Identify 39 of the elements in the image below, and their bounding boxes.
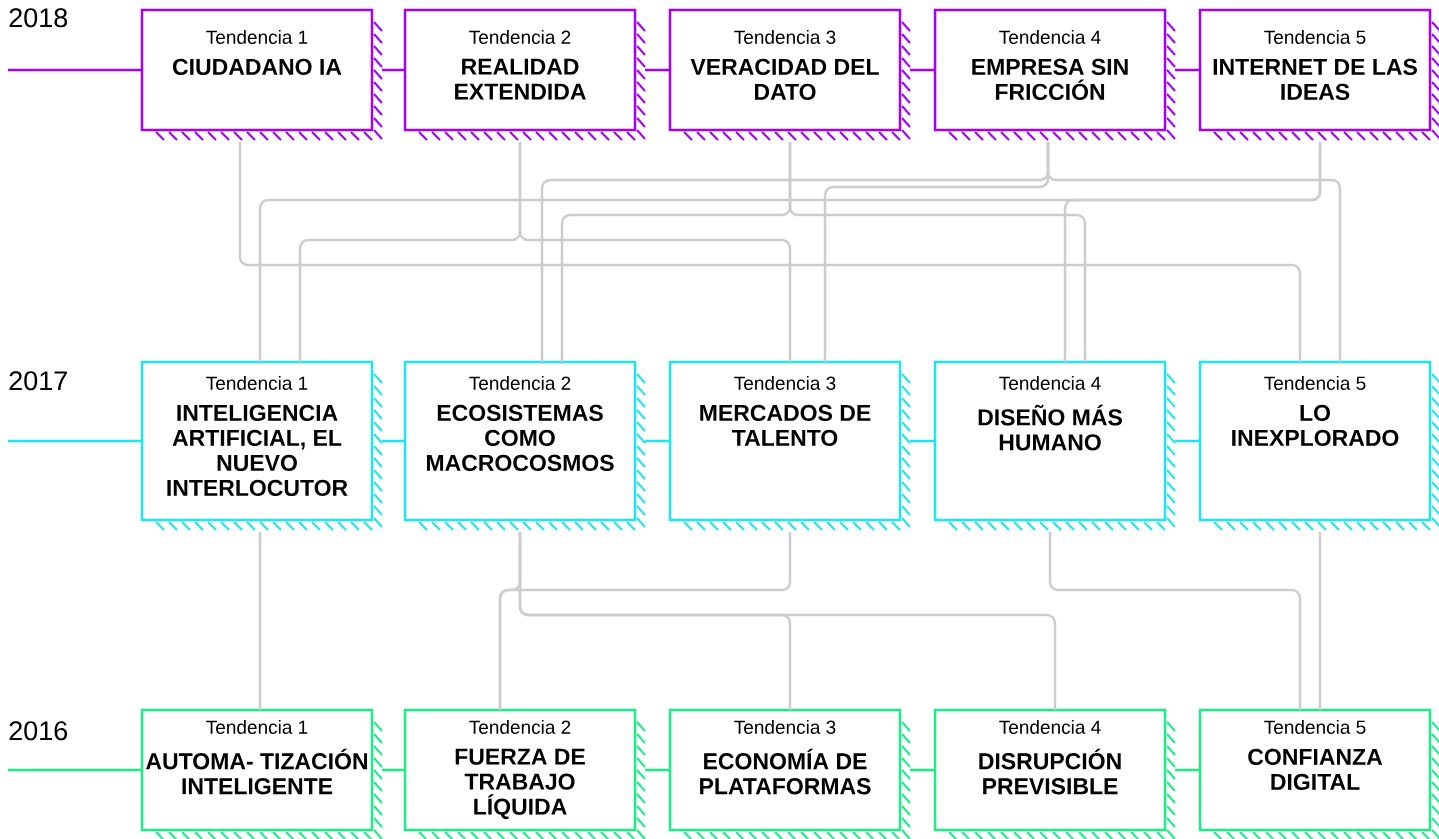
- trend-card: Tendencia 3 VERACIDAD DEL DATO: [668, 8, 911, 141]
- trend-card: Tendencia 3 ECONOMÍA DE PLATAFORMAS: [668, 708, 911, 839]
- trend-card: Tendencia 1 CIUDADANO IA: [140, 8, 383, 141]
- trend-card: Tendencia 2 ECOSISTEMAS COMO MACROCOSMOS: [403, 360, 646, 531]
- timeline-line: [645, 68, 670, 72]
- timeline-line: [1175, 439, 1200, 443]
- timeline-line: [382, 439, 405, 443]
- timeline-line: [382, 68, 405, 72]
- connector-line: [1048, 532, 1302, 710]
- timeline-line: [8, 768, 142, 772]
- trend-card: Tendencia 5 LO INEXPLORADO: [1198, 360, 1439, 531]
- connector-line: [518, 532, 1057, 710]
- timeline-line: [645, 439, 670, 443]
- trend-card: Tendencia 2 REALIDAD EXTENDIDA: [403, 8, 646, 141]
- trend-card: Tendencia 3 MERCADOS DE TALENTO: [668, 360, 911, 531]
- timeline-line: [910, 68, 935, 72]
- connector-line: [258, 532, 262, 710]
- trend-card: Tendencia 4 EMPRESA SIN FRICCIÓN: [933, 8, 1176, 141]
- year-label: 2018: [9, 8, 68, 28]
- trend-card: Tendencia 4 DISRUPCIÓN PREVISIBLE: [933, 708, 1176, 839]
- trend-card: Tendencia 1 AUTOMA- TIZACIÓN INTELIGENTE: [140, 708, 383, 839]
- timeline-line: [1175, 68, 1200, 72]
- connector-line: [1318, 532, 1322, 710]
- connector-line: [518, 142, 792, 362]
- timeline-line: [8, 68, 142, 72]
- timeline-line: [382, 768, 405, 772]
- timeline-line: [1175, 768, 1200, 772]
- trend-card: Tendencia 4 DISEÑO MÁS HUMANO: [933, 360, 1176, 531]
- year-label: 2016: [9, 721, 68, 741]
- timeline-line: [910, 439, 935, 443]
- trend-card: Tendencia 5 INTERNET DE LAS IDEAS: [1198, 8, 1439, 141]
- trend-card: Tendencia 1 INTELIGENCIA ARTIFICIAL, EL NUEVO INTERLOCUTOR: [140, 360, 383, 531]
- trend-card: Tendencia 5 CONFIANZA DIGITAL: [1198, 708, 1439, 839]
- timeline-line: [910, 768, 935, 772]
- timeline-line: [8, 439, 142, 443]
- trend-card: Tendencia 2 FUERZA DE TRABAJO LÍQUIDA: [403, 708, 646, 839]
- connector-line: [788, 142, 1087, 362]
- timeline-line: [645, 768, 670, 772]
- year-label: 2017: [9, 371, 67, 391]
